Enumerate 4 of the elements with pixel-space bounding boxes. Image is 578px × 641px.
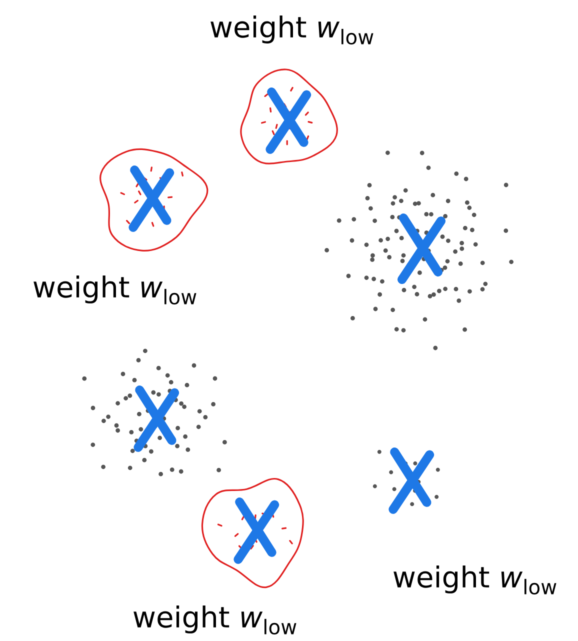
weight-label: weight w$_{low}$	[394, 565, 556, 595]
weight-label: weight w$_{low}$	[34, 275, 196, 305]
weight-label: weight w$_{low}$	[210, 15, 374, 45]
weight-label: weight w$_{low}$	[134, 605, 296, 635]
